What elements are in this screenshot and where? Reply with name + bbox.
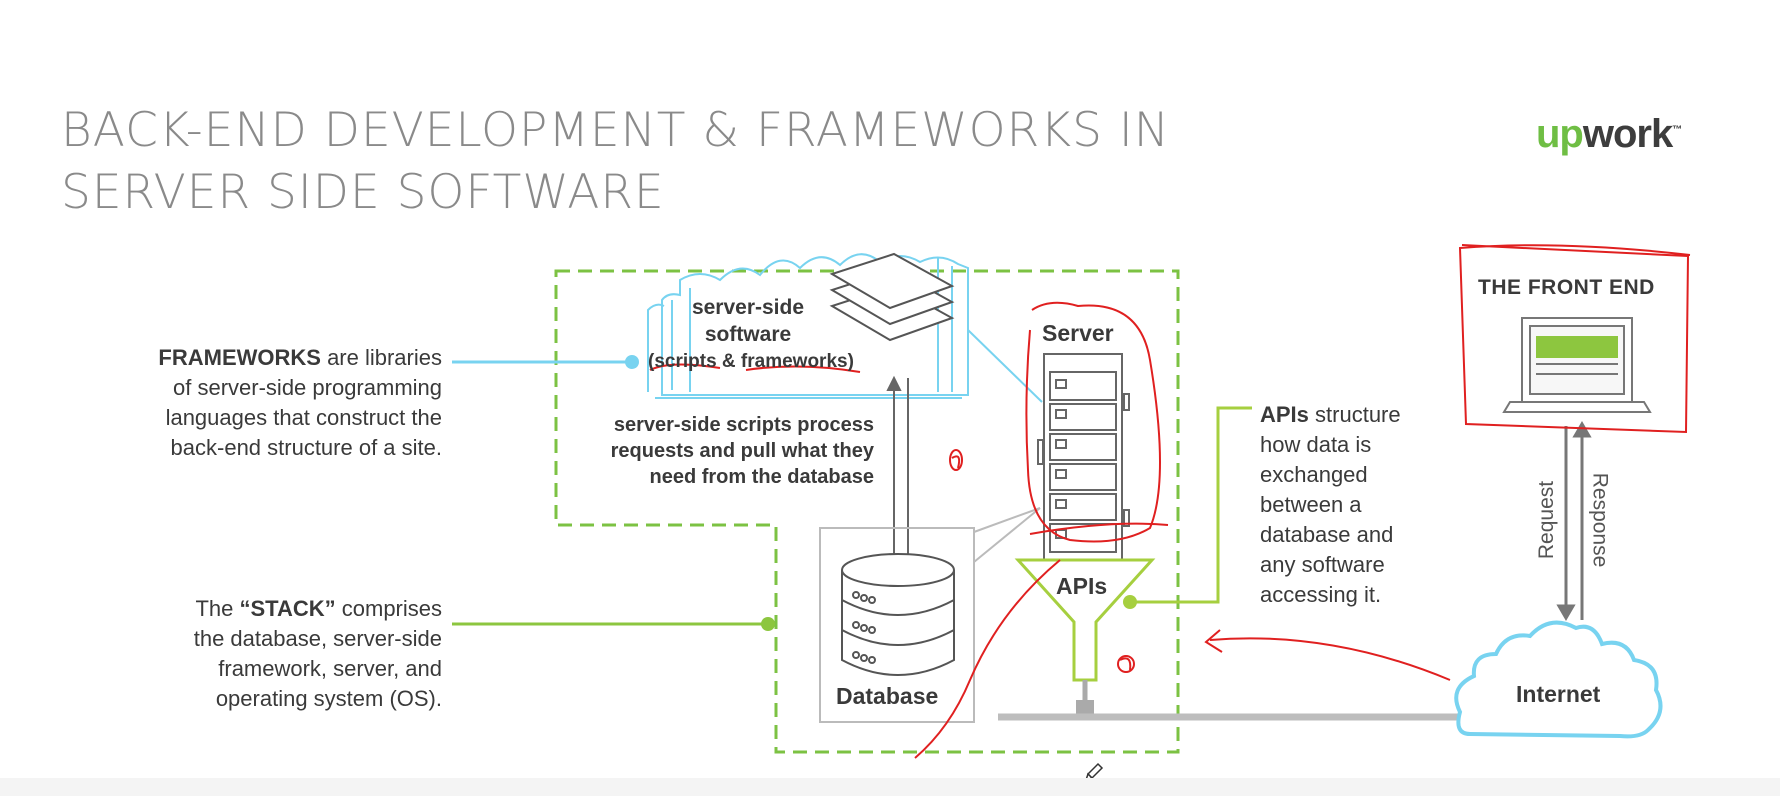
database-icon xyxy=(841,553,955,676)
logo-trademark: ™ xyxy=(1672,124,1682,136)
database-box xyxy=(819,527,975,723)
scripts-note-line2: requests and pull what they xyxy=(610,440,874,462)
frameworks-note-line2: of server-side programming xyxy=(173,375,442,400)
frameworks-note-line1: are libraries xyxy=(320,345,442,370)
stack-note-line4: operating system (OS). xyxy=(215,686,442,711)
server-label: Server xyxy=(1042,320,1114,346)
response-label: Response xyxy=(1588,472,1612,568)
cloud-label-line3: (scripts & frameworks) xyxy=(648,351,854,372)
logo-part-work: work xyxy=(1582,112,1673,156)
apis-note-line4: between a xyxy=(1260,492,1362,517)
stack-note-line1: comprises xyxy=(335,596,442,621)
stack-note-bold: “STACK” xyxy=(239,596,336,621)
stack-note-line2: the database, server-side xyxy=(193,626,442,651)
frameworks-note: FRAMEWORKS are libraries of server-side … xyxy=(80,343,442,463)
cloud-label-line1: server-side xyxy=(691,296,805,319)
request-response-arrows xyxy=(1556,421,1592,621)
scripts-note: server-side scripts process requests and… xyxy=(560,412,874,490)
laptop-icon xyxy=(1502,317,1652,413)
frameworks-note-bold: FRAMEWORKS xyxy=(158,345,321,370)
stack-boundary xyxy=(554,269,1180,754)
frameworks-connector-dot xyxy=(625,355,639,369)
request-label: Request xyxy=(1535,480,1559,560)
logo-part-up: up xyxy=(1536,112,1584,156)
apis-note-line2: how data is xyxy=(1260,432,1372,457)
slide-title-line-1: BACK-END DEVELOPMENT & FRAMEWORKS IN xyxy=(61,103,1170,158)
bottom-bar xyxy=(0,778,1780,796)
apis-label: APIs xyxy=(1056,573,1108,599)
funnel-icon xyxy=(1014,558,1156,682)
server-rack-icon xyxy=(1037,353,1130,561)
stack-note-line3: framework, server, and xyxy=(218,656,442,681)
stack-note-prefix: The xyxy=(195,596,240,621)
red-annotations xyxy=(649,244,1691,759)
upwork-logo: upwork™ xyxy=(1536,112,1682,157)
apis-note-line6: any software xyxy=(1260,552,1385,577)
apis-note-bold: APIs xyxy=(1260,402,1309,427)
slide-title-line-2: SERVER SIDE SOFTWARE xyxy=(61,165,665,220)
internet-cloud-icon xyxy=(1454,620,1663,739)
slide-title: BACK-END DEVELOPMENT & FRAMEWORKS IN SER… xyxy=(61,100,1170,224)
stack-connector-dot xyxy=(761,617,775,631)
internet-label: Internet xyxy=(1516,681,1601,707)
frameworks-note-line3: languages that construct the xyxy=(165,405,442,430)
cloud-label: server-side software (scripts & framewor… xyxy=(648,294,854,375)
database-label: Database xyxy=(836,683,939,709)
stack-note: The “STACK” comprises the database, serv… xyxy=(80,594,442,714)
cloud-icon xyxy=(647,253,969,399)
front-end-label: THE FRONT END xyxy=(1478,276,1655,299)
apis-note-line7: accessing it. xyxy=(1260,582,1382,607)
scripts-note-line3: need from the database xyxy=(649,466,874,488)
apis-note-line5: database and xyxy=(1260,522,1394,547)
cloud-label-line2: software xyxy=(704,323,792,346)
layers-icon xyxy=(829,252,955,342)
apis-note-line3: exchanged xyxy=(1260,462,1368,487)
frameworks-note-line4: back-end structure of a site. xyxy=(170,435,442,460)
apis-note-line1: structure xyxy=(1308,402,1401,427)
apis-note: APIs structure how data is exchanged bet… xyxy=(1260,400,1460,610)
apis-connector xyxy=(1130,406,1252,604)
scripts-note-line1: server-side scripts process xyxy=(613,414,874,436)
